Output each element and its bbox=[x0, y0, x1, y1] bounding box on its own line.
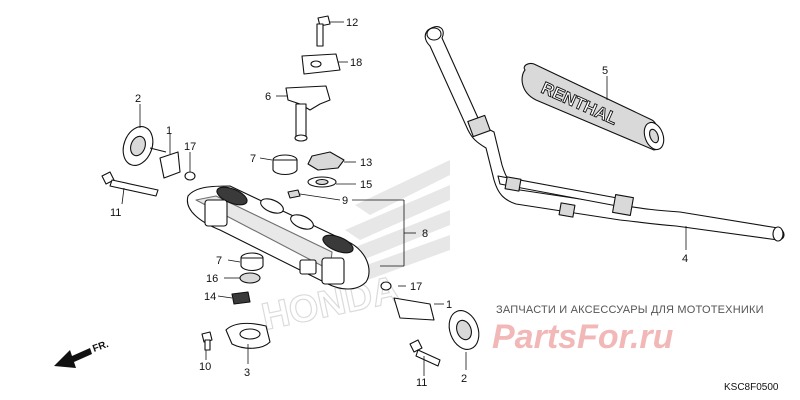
renthal-grip: RENTHAL bbox=[521, 62, 665, 151]
callout-12: 12 bbox=[346, 17, 358, 29]
fr-label: FR. bbox=[91, 339, 110, 355]
callout-11: 11 bbox=[110, 207, 121, 219]
callout-18: 18 bbox=[350, 57, 362, 69]
right-bar-end-parts bbox=[380, 281, 480, 367]
callout-2: 2 bbox=[135, 93, 141, 105]
upper-holder-parts bbox=[285, 15, 341, 142]
callout-1: 1 bbox=[166, 125, 172, 137]
callout-labels: 12 18 6 2 1 17 7 13 15 9 11 8 5 4 7 16 1… bbox=[110, 17, 688, 389]
callout-11b: 11 bbox=[416, 377, 427, 389]
lower-left-parts bbox=[201, 252, 271, 351]
handlebar bbox=[424, 26, 785, 242]
callout-2b: 2 bbox=[461, 373, 467, 385]
callout-9: 9 bbox=[342, 195, 348, 207]
callout-15: 15 bbox=[360, 179, 372, 191]
callout-5: 5 bbox=[602, 65, 608, 77]
nuts-washers-top bbox=[272, 151, 345, 199]
callout-13: 13 bbox=[360, 157, 372, 169]
callout-16: 16 bbox=[206, 273, 218, 285]
leader-lines bbox=[121, 21, 687, 376]
callout-10: 10 bbox=[199, 361, 211, 373]
callout-6: 6 bbox=[265, 91, 271, 103]
callout-7b: 7 bbox=[216, 255, 222, 267]
callout-17: 17 bbox=[184, 141, 196, 153]
front-direction-indicator: FR. bbox=[54, 339, 110, 368]
callout-8: 8 bbox=[422, 228, 428, 240]
diagram-code: KSC8F0500 bbox=[724, 382, 779, 393]
callout-1b: 1 bbox=[446, 299, 452, 311]
callout-3: 3 bbox=[244, 367, 250, 379]
callout-7: 7 bbox=[250, 153, 256, 165]
left-bar-end-parts bbox=[101, 126, 196, 197]
top-triple-clamp bbox=[186, 185, 370, 290]
callout-14: 14 bbox=[204, 291, 216, 303]
site-watermark: ЗАПЧАСТИ И АКСЕССУАРЫ ДЛЯ МОТОТЕХНИКИ Pa… bbox=[492, 304, 764, 356]
watermark-tagline: ЗАПЧАСТИ И АКСЕССУАРЫ ДЛЯ МОТОТЕХНИКИ bbox=[496, 304, 764, 316]
callout-17b: 17 bbox=[410, 281, 422, 293]
watermark-brand: PartsFor.ru bbox=[492, 318, 674, 356]
callout-4: 4 bbox=[682, 253, 688, 265]
